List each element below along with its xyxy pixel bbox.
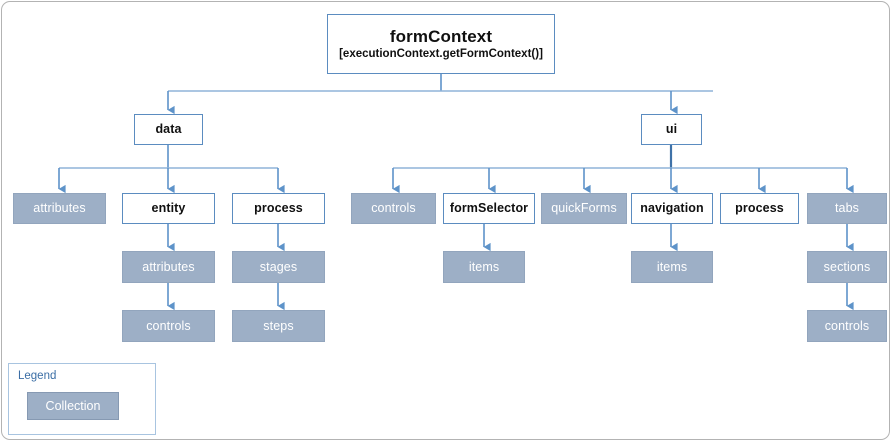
- node-process-stages-label: stages: [259, 259, 298, 274]
- node-ui[interactable]: ui: [641, 114, 702, 145]
- node-ui-tabs-label: tabs: [834, 201, 860, 216]
- node-entity-controls-label: controls: [146, 318, 191, 333]
- node-data[interactable]: data: [134, 114, 203, 145]
- node-entity-attributes[interactable]: attributes: [122, 251, 215, 283]
- node-ui-quickforms[interactable]: quickForms: [541, 193, 627, 224]
- node-process-steps[interactable]: steps: [232, 310, 325, 342]
- node-formcontext-sublabel: [executionContext.getFormContext()]: [339, 48, 543, 61]
- node-ui-formselector[interactable]: formSelector: [443, 193, 535, 224]
- node-navigation-items-label: items: [656, 259, 688, 274]
- node-tabs-sections-label: sections: [823, 259, 871, 274]
- node-data-attributes-label: attributes: [33, 201, 86, 216]
- node-data-process[interactable]: process: [232, 193, 325, 224]
- node-formcontext-label: formContext: [389, 26, 493, 46]
- node-formcontext[interactable]: formContext [executionContext.getFormCon…: [327, 14, 555, 74]
- node-tabs-sections[interactable]: sections: [807, 251, 887, 283]
- node-tabs-controls-label: controls: [824, 318, 870, 333]
- node-ui-process-label: process: [735, 201, 784, 216]
- node-process-stages[interactable]: stages: [232, 251, 325, 283]
- node-ui-label: ui: [665, 122, 678, 137]
- node-entity-label: entity: [151, 201, 186, 216]
- node-data-attributes[interactable]: attributes: [13, 193, 106, 224]
- node-entity-controls[interactable]: controls: [122, 310, 215, 342]
- node-data-process-label: process: [254, 201, 303, 216]
- legend-swatch-collection: Collection: [27, 392, 119, 420]
- legend: Legend Collection: [8, 363, 156, 435]
- node-ui-formselector-label: formSelector: [449, 201, 529, 216]
- node-ui-controls-label: controls: [371, 201, 416, 216]
- legend-swatch-label: Collection: [45, 399, 101, 413]
- node-ui-navigation-label: navigation: [640, 201, 704, 216]
- node-navigation-items[interactable]: items: [631, 251, 713, 283]
- node-entity[interactable]: entity: [122, 193, 215, 224]
- node-ui-navigation[interactable]: navigation: [631, 193, 713, 224]
- node-entity-attributes-label: attributes: [142, 259, 195, 274]
- node-ui-tabs[interactable]: tabs: [807, 193, 887, 224]
- node-ui-controls[interactable]: controls: [351, 193, 436, 224]
- node-ui-process[interactable]: process: [720, 193, 799, 224]
- legend-title: Legend: [18, 370, 57, 382]
- node-tabs-controls[interactable]: controls: [807, 310, 887, 342]
- node-formselector-items[interactable]: items: [443, 251, 525, 283]
- node-process-steps-label: steps: [263, 318, 294, 333]
- node-ui-quickforms-label: quickForms: [551, 201, 617, 216]
- node-data-label: data: [155, 122, 182, 137]
- node-formselector-items-label: items: [468, 259, 500, 274]
